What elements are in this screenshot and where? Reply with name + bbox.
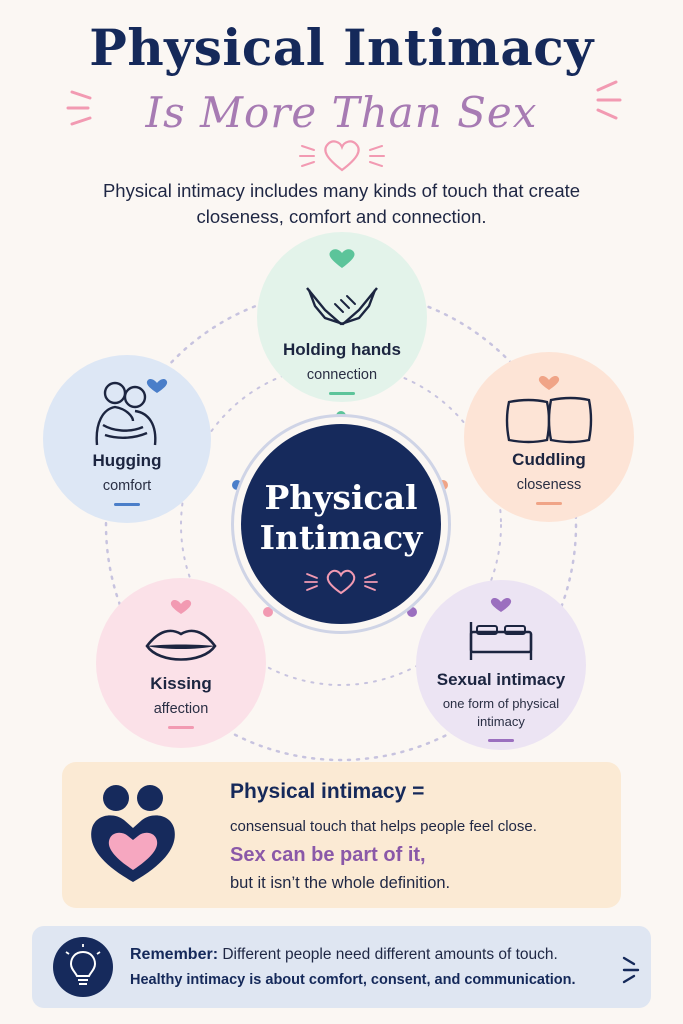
node-cuddling: Cuddling closeness <box>464 352 634 522</box>
lips-icon <box>145 600 217 661</box>
hug-icon <box>95 379 168 446</box>
node-holding-hands: Holding hands connection <box>257 232 427 402</box>
accent-bar <box>168 726 194 729</box>
node-sub: comfort <box>102 478 152 494</box>
definition-line1: consensual touch that helps people feel … <box>230 818 537 835</box>
definition-heading: Physical intimacy = <box>230 780 425 803</box>
node-hugging: Hugging comfort <box>43 355 211 523</box>
accent-lines-icon <box>622 956 640 984</box>
accent-bar <box>329 392 355 395</box>
remember-line1: Remember: Different people need differen… <box>130 946 558 964</box>
remember-text1: Different people need different amounts … <box>222 946 558 963</box>
node-label: Cuddling <box>512 450 586 469</box>
page-title: Physical Intimacy <box>89 18 594 77</box>
pillows-icon <box>505 376 593 444</box>
sparkle-left-icon <box>66 90 92 126</box>
center-circle: Physical Intimacy <box>241 424 441 624</box>
accent-bar <box>114 503 140 506</box>
definition-line3: but it isn’t the whole definition. <box>230 874 451 892</box>
center-label: Physical Intimacy <box>259 478 423 557</box>
heart-icon <box>304 569 378 595</box>
node-kissing: Kissing affection <box>96 578 266 748</box>
node-sub: connection <box>306 367 378 383</box>
accent-bar <box>488 739 514 742</box>
node-sub: closeness <box>516 477 582 493</box>
remember-label: Remember: <box>130 946 219 963</box>
lightbulb-icon <box>53 937 113 997</box>
intro-text: Physical intimacy includes many kinds of… <box>102 180 581 227</box>
holding-hands-icon <box>306 249 378 326</box>
node-sub: one form of physical intimacy <box>442 696 560 729</box>
accent-bar <box>536 502 562 505</box>
definition-card: Physical intimacy = consensual touch tha… <box>62 762 621 908</box>
node-label: Sexual intimacy <box>436 670 566 689</box>
bed-icon <box>469 598 533 660</box>
page-subtitle: Is More Than Sex <box>145 88 538 137</box>
node-sub: affection <box>153 701 209 717</box>
definition-line2: Sex can be part of it, <box>230 844 426 866</box>
remember-banner: Remember: Different people need differen… <box>32 926 651 1008</box>
couple-heart-icon <box>91 785 175 882</box>
heart-icon <box>299 140 385 172</box>
sparkle-right-icon <box>596 80 622 120</box>
node-label: Holding hands <box>282 340 402 359</box>
node-label: Kissing <box>150 674 212 693</box>
node-label: Hugging <box>92 451 162 470</box>
node-sexual-intimacy: Sexual intimacy one form of physical int… <box>416 580 586 750</box>
remember-text2: Healthy intimacy is about comfort, conse… <box>130 972 576 988</box>
